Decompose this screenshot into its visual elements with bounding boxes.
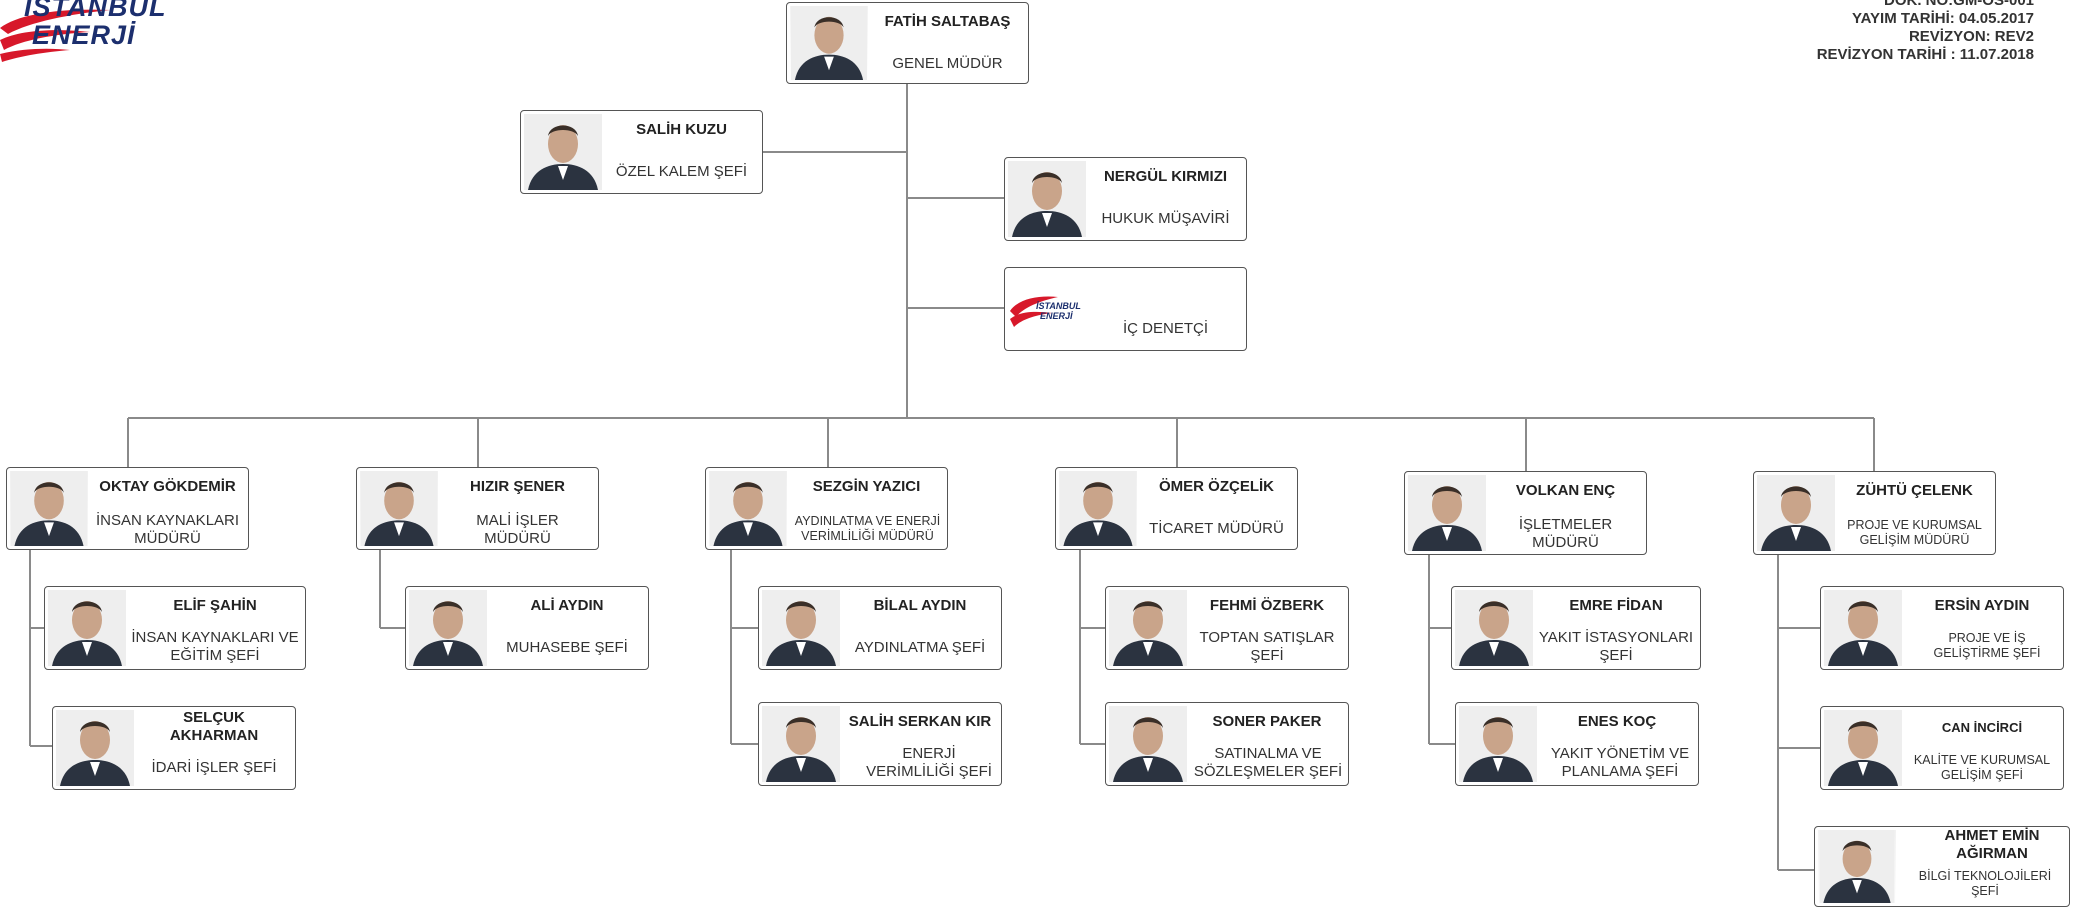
revision: REVİZYON: REV2	[1908, 28, 2034, 45]
org-node-fuel-stations-chief[interactable]: EMRE FİDAN YAKIT İSTASYONLARI ŞEFİ	[1451, 586, 1701, 670]
org-node-trade-manager[interactable]: ÖMER ÖZÇELİK TİCARET MÜDÜRÜ	[1055, 467, 1298, 550]
avatar	[1109, 590, 1187, 666]
org-node-business-development-chief[interactable]: ERSİN AYDIN PROJE VE İŞ GELİŞTİRME ŞEFİ	[1820, 586, 2064, 670]
org-node-admin-affairs-chief[interactable]: SELÇUK AKHARMAN İDARİ İŞLER ŞEFİ	[52, 706, 296, 790]
person-title: AYDINLATMA VE ENERJİ VERİMLİLİĞİ MÜDÜRÜ	[794, 514, 941, 543]
avatar	[409, 590, 487, 666]
org-node-fuel-planning-chief[interactable]: ENES KOÇ YAKIT YÖNETİM VE PLANLAMA ŞEFİ	[1455, 702, 1699, 786]
person-name: AHMET EMİN AĞIRMAN	[1944, 827, 2040, 862]
person-title: GENEL MÜDÜR	[892, 55, 1003, 72]
person-name: FEHMİ ÖZBERK	[1209, 597, 1325, 614]
person-name: ERSİN AYDIN	[1934, 597, 2030, 614]
person-name: ÖMER ÖZÇELİK	[1159, 478, 1274, 495]
person-title: İŞLETMELER MÜDÜRÜ	[1518, 516, 1613, 551]
person-name: VOLKAN ENÇ	[1515, 482, 1616, 499]
person-title: İNSAN KAYNAKLARI MÜDÜRÜ	[95, 512, 240, 547]
logo-line1: İSTANBUL	[24, 0, 167, 22]
avatar	[1455, 590, 1533, 666]
avatar	[790, 6, 868, 80]
person-title: TİCARET MÜDÜRÜ	[1149, 520, 1284, 537]
org-node-accounting-chief[interactable]: ALİ AYDIN MUHASEBE ŞEFİ	[405, 586, 649, 670]
logo-swoosh-icon	[0, 9, 110, 62]
person-title: MALİ İŞLER MÜDÜRÜ	[476, 512, 559, 547]
person-title: AYDINLATMA ŞEFİ	[854, 639, 986, 656]
person-title: PROJE VE İŞ GELİŞTİRME ŞEFİ	[1933, 631, 2041, 660]
avatar	[524, 114, 602, 190]
company-logo: İSTANBUL ENERJİ	[0, 0, 166, 62]
person-name: HIZIR ŞENER	[469, 478, 565, 495]
person-title: HUKUK MÜŞAVİRİ	[1101, 210, 1230, 227]
avatar	[762, 706, 840, 782]
person-name: SEZGİN YAZICI	[812, 478, 921, 495]
avatar	[1109, 706, 1187, 782]
person-name: SONER PAKER	[1212, 713, 1322, 730]
company-logo-icon: İSTANBUL ENERJİ	[1008, 271, 1086, 347]
person-name: CAN İNCİRCİ	[1941, 720, 2023, 735]
person-title: BİLGİ TEKNOLOJİLERİ ŞEFİ	[1918, 869, 2052, 898]
org-node-project-development-manager[interactable]: ZÜHTÜ ÇELENK PROJE VE KURUMSAL GELİŞİM M…	[1753, 471, 1996, 555]
org-node-hr-manager[interactable]: OKTAY GÖKDEMİR İNSAN KAYNAKLARI MÜDÜRÜ	[6, 467, 249, 550]
org-node-operations-manager[interactable]: VOLKAN ENÇ İŞLETMELER MÜDÜRÜ	[1404, 471, 1647, 555]
avatar	[1818, 830, 1896, 903]
org-node-lighting-chief[interactable]: BİLAL AYDIN AYDINLATMA ŞEFİ	[758, 586, 1002, 670]
svg-text:ENERJİ: ENERJİ	[1040, 311, 1073, 321]
person-name: NERGÜL KIRMIZI	[1103, 168, 1228, 185]
avatar	[1757, 475, 1835, 551]
org-node-lighting-efficiency-manager[interactable]: SEZGİN YAZICI AYDINLATMA VE ENERJİ VERİM…	[705, 467, 948, 550]
person-title: KALİTE VE KURUMSAL GELİŞİM ŞEFİ	[1913, 753, 2051, 782]
person-name: ENES KOÇ	[1577, 713, 1657, 730]
person-title: İNSAN KAYNAKLARI VE EĞİTİM ŞEFİ	[131, 629, 299, 664]
person-title: TOPTAN SATIŞLAR ŞEFİ	[1199, 629, 1335, 664]
person-name: SALİH SERKAN KIR	[848, 713, 992, 730]
org-node-quality-chief[interactable]: CAN İNCİRCİ KALİTE VE KURUMSAL GELİŞİM Ş…	[1820, 706, 2064, 790]
avatar	[1008, 161, 1086, 237]
logo-line2: ENERJİ	[32, 20, 136, 50]
avatar	[1459, 706, 1537, 782]
avatar	[48, 590, 126, 666]
org-node-it-chief[interactable]: AHMET EMİN AĞIRMAN BİLGİ TEKNOLOJİLERİ Ş…	[1814, 826, 2070, 907]
org-node-legal-counsel[interactable]: NERGÜL KIRMIZI HUKUK MÜŞAVİRİ	[1004, 157, 1247, 241]
person-title: ENERJİ VERİMLİLİĞİ ŞEFİ	[866, 745, 992, 780]
person-name: SELÇUK AKHARMAN	[169, 709, 259, 744]
person-name: OKTAY GÖKDEMİR	[99, 478, 236, 495]
avatar	[56, 710, 134, 786]
avatar	[709, 471, 787, 546]
avatar	[762, 590, 840, 666]
org-node-energy-efficiency-chief[interactable]: SALİH SERKAN KIR ENERJİ VERİMLİLİĞİ ŞEFİ	[758, 702, 1002, 786]
avatar	[360, 471, 438, 546]
org-node-procurement-chief[interactable]: SONER PAKER SATINALMA VE SÖZLEŞMELER ŞEF…	[1105, 702, 1349, 786]
org-node-private-secretariat[interactable]: SALİH KUZU ÖZEL KALEM ŞEFİ	[520, 110, 763, 194]
person-title: SATINALMA VE SÖZLEŞMELER ŞEFİ	[1193, 745, 1343, 780]
person-title: İDARİ İŞLER ŞEFİ	[151, 759, 277, 776]
person-title: YAKIT İSTASYONLARI ŞEFİ	[1538, 629, 1694, 664]
avatar	[1824, 590, 1902, 666]
person-title: MUHASEBE ŞEFİ	[506, 639, 628, 656]
person-name: ALİ AYDIN	[530, 597, 604, 614]
person-title: İÇ DENETÇİ	[1122, 320, 1208, 337]
person-name: SALİH KUZU	[636, 121, 727, 138]
person-title: PROJE VE KURUMSAL GELİŞİM MÜDÜRÜ	[1847, 518, 1982, 547]
svg-text:İSTANBUL: İSTANBUL	[1036, 301, 1081, 311]
person-name: EMRE FİDAN	[1569, 597, 1663, 614]
document-info: DOK. NO:GM-OS-001 YAYIM TARİHİ: 04.05.20…	[1817, 0, 2034, 64]
org-node-hr-training-chief[interactable]: ELİF ŞAHİN İNSAN KAYNAKLARI VE EĞİTİM ŞE…	[44, 586, 306, 670]
org-node-general-manager[interactable]: FATİH SALTABAŞ GENEL MÜDÜR	[786, 2, 1029, 84]
publish-date: YAYIM TARİHİ: 04.05.2017	[1851, 10, 2034, 27]
person-name: FATİH SALTABAŞ	[884, 13, 1011, 30]
org-node-wholesale-chief[interactable]: FEHMİ ÖZBERK TOPTAN SATIŞLAR ŞEFİ	[1105, 586, 1349, 670]
doc-number: DOK. NO:GM-OS-001	[1883, 0, 2034, 9]
avatar	[1408, 475, 1486, 551]
org-node-internal-auditor[interactable]: İSTANBUL ENERJİ İÇ DENETÇİ	[1004, 267, 1247, 351]
person-name: BİLAL AYDIN	[873, 597, 967, 614]
avatar	[1824, 710, 1902, 786]
person-title: YAKIT YÖNETİM VE PLANLAMA ŞEFİ	[1550, 745, 1690, 780]
avatar	[1059, 471, 1137, 546]
person-name: ELİF ŞAHİN	[173, 597, 257, 614]
org-node-finance-manager[interactable]: HIZIR ŞENER MALİ İŞLER MÜDÜRÜ	[356, 467, 599, 550]
avatar	[10, 471, 88, 546]
revision-date: REVİZYON TARİHİ : 11.07.2018	[1816, 46, 2034, 63]
person-title: ÖZEL KALEM ŞEFİ	[615, 163, 748, 180]
person-name: ZÜHTÜ ÇELENK	[1856, 482, 1973, 499]
